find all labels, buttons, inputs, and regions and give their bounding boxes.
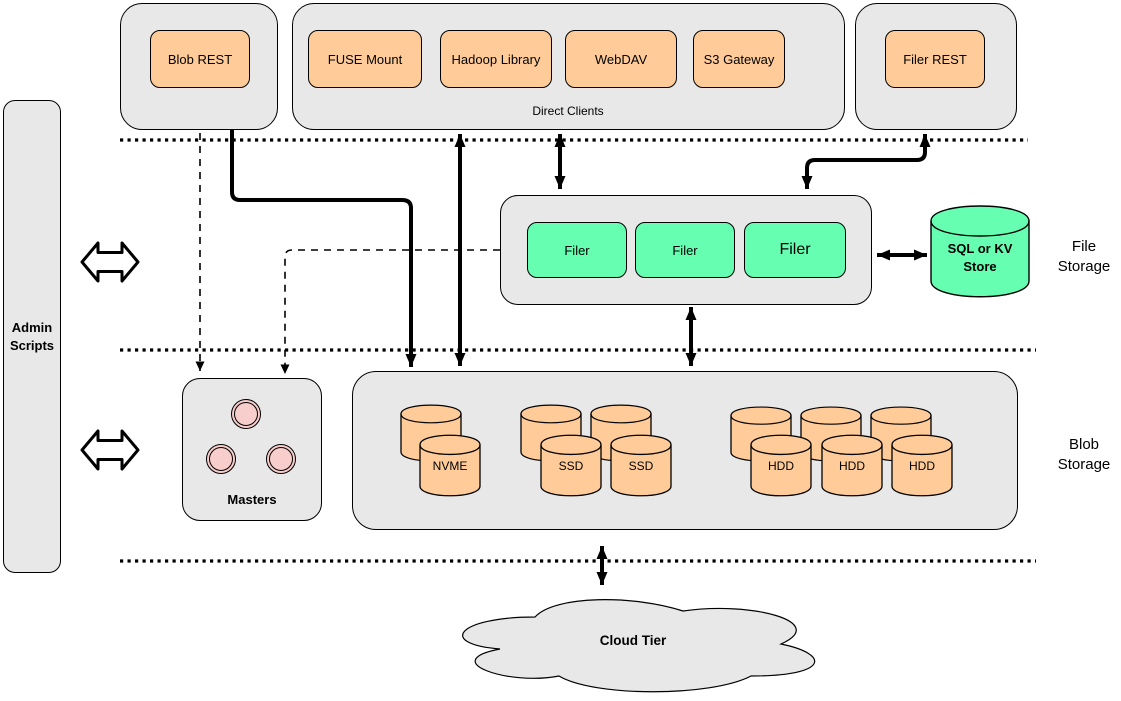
cloud-tier-label: Cloud Tier (599, 632, 667, 648)
sql-kv-store-cylinder (930, 205, 1030, 298)
master-node-ring (209, 447, 233, 471)
hdd-label-3: HDD (909, 459, 935, 473)
filer-rest-node: Filer REST (885, 30, 985, 88)
edge-filerrest-to-filers (801, 134, 931, 189)
admin-scripts-box: Admin Scripts (3, 100, 61, 573)
ssd-label-1: SSD (558, 459, 584, 473)
master-node-3 (266, 444, 296, 474)
master-node-ring (234, 402, 258, 426)
hdd-label-2: HDD (839, 459, 865, 473)
blob-rest-node: Blob REST (150, 30, 250, 88)
cloud-shape (462, 599, 816, 693)
webdav-node: WebDAV (565, 30, 677, 88)
filer-node-3: Filer (744, 222, 846, 278)
edge-blobrest-to-volumes (230, 130, 417, 367)
admin-double-arrow-file-tier (80, 241, 140, 283)
master-node-2 (206, 444, 236, 474)
s3-gateway-node: S3 Gateway (693, 30, 785, 88)
nvme-label: NVME (432, 459, 468, 473)
blob-storage-section-label: Blob Storage (1057, 435, 1111, 473)
fuse-mount-node: FUSE Mount (308, 30, 422, 88)
filer-node-1: Filer (527, 222, 627, 278)
ssd-label-2: SSD (628, 459, 654, 473)
masters-container (182, 378, 322, 521)
sql-kv-store-label: SQL or KV Store (947, 241, 1013, 274)
hdd-label-1: HDD (768, 459, 794, 473)
direct-clients-caption: Direct Clients (532, 103, 604, 118)
master-node-1 (231, 399, 261, 429)
file-storage-section-label: File Storage (1057, 237, 1111, 275)
filer-node-2: Filer (635, 222, 735, 278)
admin-double-arrow-blob-tier (80, 429, 140, 471)
master-node-ring (269, 447, 293, 471)
hadoop-library-node: Hadoop Library (440, 30, 552, 88)
edge-dashed-filers-to-masters (280, 249, 500, 374)
masters-label: Masters (227, 492, 277, 508)
